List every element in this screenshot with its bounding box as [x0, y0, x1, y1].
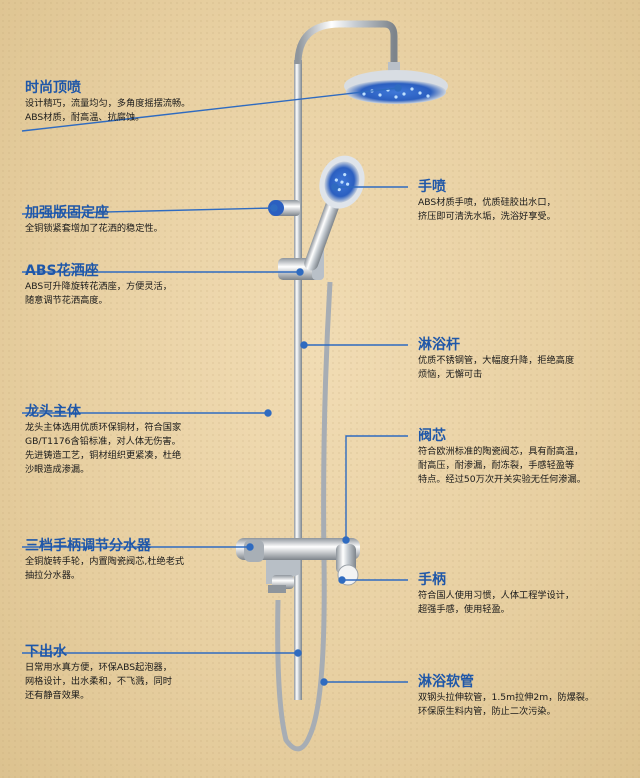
- callout-reinforced-seat: 加强版固定座 全铜锁紧套增加了花洒的稳定性。: [25, 204, 163, 236]
- callout-handle: 手柄 符合国人使用习惯，人体工程学设计， 超强手感，使用轻盈。: [418, 571, 574, 617]
- callout-text: 双钢头拉伸软管，1.5m拉伸2m，防爆裂。: [418, 692, 595, 703]
- callout-text: 耐高压，耐渗漏，耐冻裂，手感轻盈等: [418, 460, 575, 471]
- callout-shower-rod: 淋浴杆 优质不锈钢管，大幅度升降，拒绝高度 烦恼，无懈可击: [418, 336, 574, 382]
- callout-text: 抽拉分水器。: [25, 570, 81, 581]
- hand-shower: [304, 155, 365, 271]
- callout-title: 手柄: [418, 572, 446, 588]
- callout-title: 加强版固定座: [25, 205, 109, 221]
- callout-title: 淋浴杆: [418, 337, 460, 353]
- callout-text: 日常用水真方便，环保ABS起泡器，: [25, 662, 172, 673]
- callout-diverter: 三档手柄调节分水器 全铜旋转手轮，内置陶瓷阀芯,杜绝老式 抽拉分水器。: [25, 537, 184, 583]
- callout-text: ABS可升降旋转花洒座，方便灵活，: [25, 281, 172, 292]
- callout-title: 手喷: [418, 179, 446, 195]
- shower-rod: [294, 20, 398, 700]
- callout-text: 还有静音效果。: [25, 690, 90, 701]
- callout-title: 阀芯: [418, 428, 446, 444]
- callout-text: 沙眼造成渗漏。: [25, 464, 90, 475]
- callout-valve-core: 阀芯 符合欧洲标准的陶瓷阀芯，具有耐高温， 耐高压，耐渗漏，耐冻裂，手感轻盈等 …: [418, 427, 586, 487]
- callout-text: 符合国人使用习惯，人体工程学设计，: [418, 590, 575, 601]
- callout-text: 优质不锈钢管，大幅度升降，拒绝高度: [418, 355, 575, 366]
- callout-text: 特点。经过50万次开关实验无任何渗漏。: [418, 474, 586, 485]
- top-shower-head: [344, 62, 448, 104]
- callout-title: 淋浴软管: [418, 674, 474, 690]
- callout-text: 龙头主体选用优质环保铜材，符合国家: [25, 422, 182, 433]
- callout-text: ABS材质手喷，优质硅胶出水口，: [418, 197, 556, 208]
- callout-text: 全铜旋转手轮，内置陶瓷阀芯,杜绝老式: [25, 556, 185, 567]
- callout-lower-outlet: 下出水 日常用水真方便，环保ABS起泡器， 网格设计，出水柔和，不飞溅，同时 还…: [25, 643, 172, 703]
- shower-hose: [275, 281, 333, 752]
- callout-title: 三档手柄调节分水器: [25, 538, 151, 554]
- callout-title: 龙头主体: [25, 404, 81, 420]
- callout-text: 网格设计，出水柔和，不飞溅，同时: [25, 676, 172, 687]
- callout-hose: 淋浴软管 双钢头拉伸软管，1.5m拉伸2m，防爆裂。 环保原生料内管，防止二次污…: [418, 673, 594, 719]
- callout-title: 下出水: [25, 644, 67, 660]
- callout-text: 挤压即可清洗水垢，洗浴好享受。: [418, 211, 556, 222]
- callout-top-shower: 时尚顶喷 设计精巧，流量均匀，多角度摇摆流畅。 ABS材质，耐高温、抗腐蚀。: [25, 79, 190, 125]
- callout-text: 全铜锁紧套增加了花洒的稳定性。: [25, 223, 163, 234]
- callout-text: 超强手感，使用轻盈。: [418, 604, 510, 615]
- callout-text: ABS材质，耐高温、抗腐蚀。: [25, 112, 145, 123]
- lower-outlet: [268, 585, 286, 593]
- callout-text: 烦恼，无懈可击: [418, 369, 483, 380]
- callout-text: 随意调节花洒高度。: [25, 295, 108, 306]
- leader-lines: [21, 84, 408, 686]
- callout-text: 符合欧洲标准的陶瓷阀芯，具有耐高温，: [418, 446, 584, 457]
- callout-text: GB/T1176含铅标准，对人体无伤害。: [25, 436, 181, 447]
- callout-text: 先进铸造工艺，铜材组织更紧凑，杜绝: [25, 450, 182, 461]
- callout-faucet-body: 龙头主体 龙头主体选用优质环保铜材，符合国家 GB/T1176含铅标准，对人体无…: [25, 403, 181, 477]
- callout-hand-shower: 手喷 ABS材质手喷，优质硅胶出水口， 挤压即可清洗水垢，洗浴好享受。: [418, 178, 556, 224]
- callout-abs-seat: ABS花洒座 ABS可升降旋转花洒座，方便灵活， 随意调节花洒高度。: [25, 262, 172, 308]
- callout-title: ABS花洒座: [25, 263, 99, 279]
- callout-title: 时尚顶喷: [25, 80, 81, 96]
- callout-text: 设计精巧，流量均匀，多角度摇摆流畅。: [25, 98, 191, 109]
- faucet-body: [236, 538, 360, 589]
- callout-text: 环保原生料内管，防止二次污染。: [418, 706, 556, 717]
